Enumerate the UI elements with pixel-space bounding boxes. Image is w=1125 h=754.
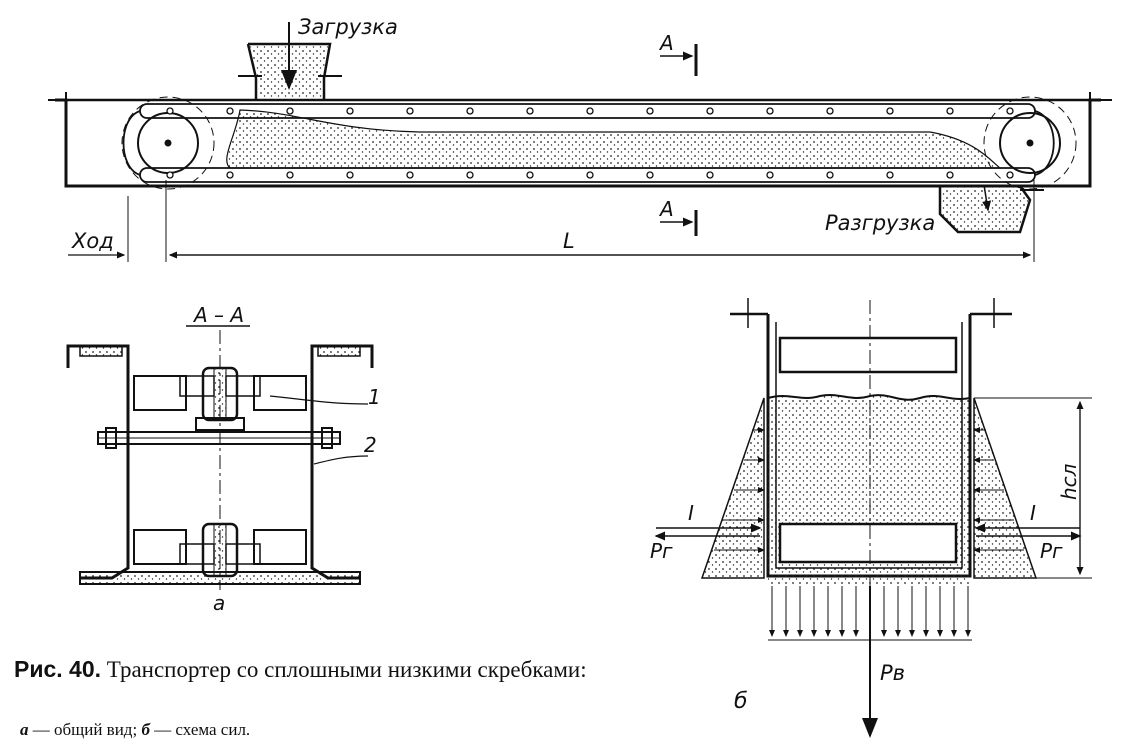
- label-view-b: б: [734, 689, 748, 714]
- label-layer-height: hсл: [1057, 463, 1081, 500]
- label-force-i-left: I: [688, 501, 694, 525]
- label-part-2: 2: [364, 433, 377, 457]
- label-loading: Загрузка: [298, 15, 398, 39]
- label-force-pg-left: Pг: [650, 539, 673, 563]
- legend-b-letter: б: [141, 720, 150, 739]
- label-section-bottom: А: [658, 197, 674, 221]
- force-scheme: [654, 298, 1092, 738]
- chain-links: [166, 107, 1014, 179]
- figure-caption: Рис. 40. Транспортер со сплошными низким…: [14, 656, 634, 683]
- label-force-pv: Pв: [880, 661, 905, 685]
- legend-a-letter: а: [20, 720, 29, 739]
- legend-b-text: — схема сил.: [149, 720, 251, 739]
- figure-legend: а — общий вид; б — схема сил.: [20, 720, 250, 740]
- side-view: [48, 22, 1112, 262]
- figure-number: Рис. 40.: [14, 656, 102, 682]
- legend-a-text: — общий вид;: [28, 720, 142, 739]
- label-stroke: Ход: [71, 229, 114, 253]
- label-section-top: А: [658, 31, 674, 55]
- figure-title: Транспортер со сплошными низкими скребка…: [106, 657, 587, 682]
- label-force-i-right: I: [1030, 501, 1036, 525]
- label-part-1: 1: [368, 385, 381, 409]
- sprocket-right: [999, 112, 1061, 174]
- label-length: L: [563, 229, 575, 253]
- cross-section-a-a: [66, 325, 374, 590]
- label-force-pg-right: Pг: [1040, 539, 1063, 563]
- label-view-a: а: [213, 591, 225, 615]
- label-section-title: А – А: [192, 303, 244, 327]
- label-unloading: Разгрузка: [825, 211, 935, 235]
